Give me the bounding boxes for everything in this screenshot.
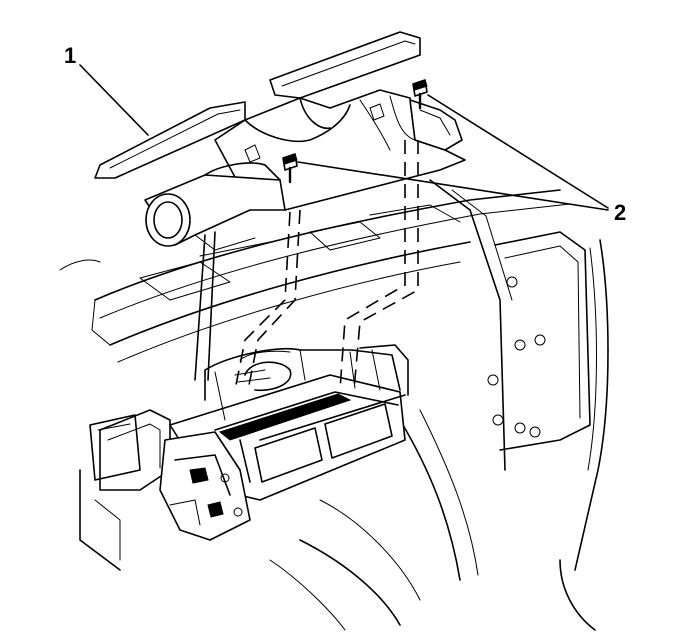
leader-line-2a [297,161,609,211]
callout-label-1: 1 [64,43,76,68]
dash-panel-background [59,179,609,631]
leader-line-1 [79,64,149,136]
leader-line-2b [427,94,609,209]
bolt-left [282,153,298,184]
install-guide-lines [194,140,419,391]
callout-2: 2 [297,94,626,225]
defroster-duct [94,31,466,251]
bolt-right [412,79,428,110]
callout-label-2: 2 [614,200,626,225]
hvac-module [89,344,409,541]
callout-1: 1 [64,43,149,136]
